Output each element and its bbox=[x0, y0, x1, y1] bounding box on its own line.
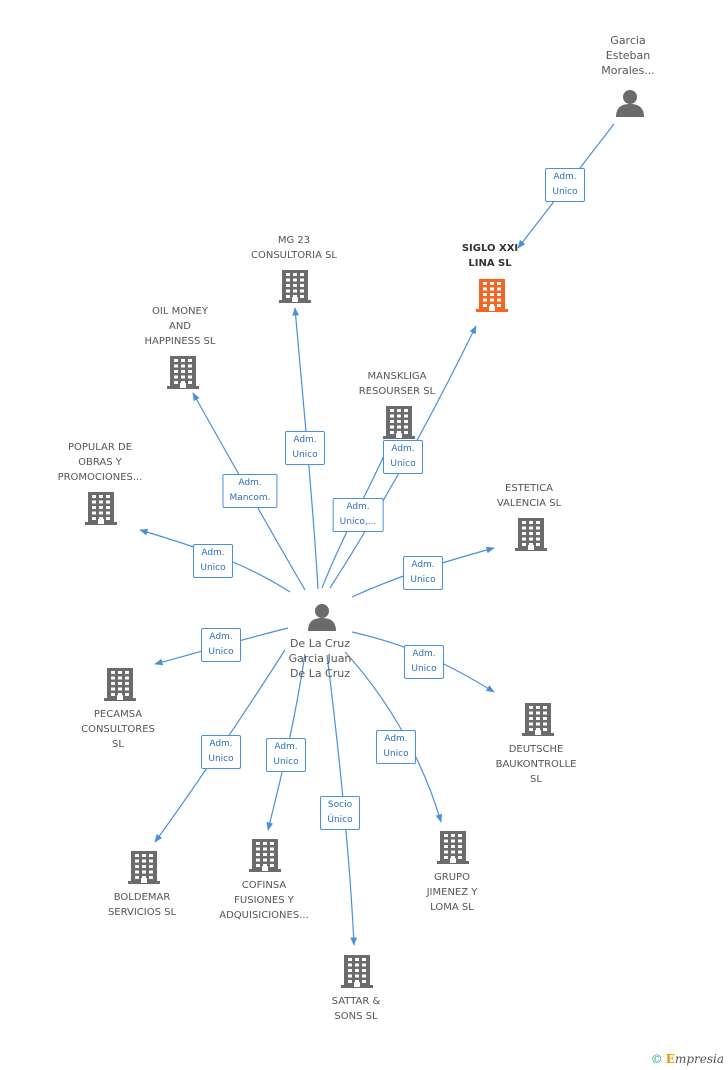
node-label-top-person[interactable]: Garcia Esteban Morales... bbox=[601, 34, 655, 77]
node-label-pecamsa[interactable]: PECAMSA CONSULTORES SL bbox=[81, 709, 155, 750]
edge-label-siglo[interactable]: Adm. Unico bbox=[545, 168, 585, 202]
edge-label-mg23[interactable]: Adm. Unico bbox=[285, 431, 325, 465]
edge-label-mansk[interactable]: Adm. Unico bbox=[383, 440, 423, 474]
edge-label-boldemar[interactable]: Adm. Unico bbox=[201, 735, 241, 769]
edge-label-oil[interactable]: Adm. Mancom. bbox=[222, 474, 278, 508]
node-label-deutsche[interactable]: DEUTSCHE BAUKONTROLLE SL bbox=[495, 744, 577, 785]
person-icon[interactable] bbox=[308, 604, 336, 631]
edge-label-pecamsa[interactable]: Adm. Unico bbox=[201, 628, 241, 662]
building-icon[interactable] bbox=[476, 279, 508, 312]
person-icon[interactable] bbox=[616, 90, 644, 117]
building-icon[interactable] bbox=[279, 270, 311, 303]
edge-label-siglo[interactable]: Adm. Unico,... bbox=[332, 498, 384, 532]
building-icon[interactable] bbox=[437, 831, 469, 864]
empresia-logo[interactable]: ©Empresia bbox=[650, 1052, 724, 1066]
building-icon[interactable] bbox=[249, 839, 281, 872]
edge-center-grupo bbox=[344, 651, 443, 823]
building-icon[interactable] bbox=[128, 851, 160, 884]
node-label-oil[interactable]: OIL MONEY AND HAPPINESS SL bbox=[144, 306, 216, 347]
edge-label-deutsche[interactable]: Adm. Unico bbox=[404, 645, 444, 679]
building-icon[interactable] bbox=[383, 406, 415, 439]
node-label-cofinsa[interactable]: COFINSA FUSIONES Y ADQUISICIONES... bbox=[219, 880, 309, 921]
edge-label-grupo[interactable]: Adm. Unico bbox=[376, 730, 416, 764]
node-label-siglo[interactable]: SIGLO XXI LINA SL bbox=[461, 243, 519, 269]
building-icon[interactable] bbox=[515, 518, 547, 551]
node-label-center[interactable]: De La Cruz Garcia Juan De La Cruz bbox=[288, 637, 352, 680]
building-icon[interactable] bbox=[104, 668, 136, 701]
node-label-popular[interactable]: POPULAR DE OBRAS Y PROMOCIONES... bbox=[57, 442, 143, 483]
node-label-mg23[interactable]: MG 23 CONSULTORIA SL bbox=[250, 235, 338, 261]
node-label-sattar[interactable]: SATTAR & SONS SL bbox=[331, 996, 381, 1022]
edge-label-popular[interactable]: Adm. Unico bbox=[193, 544, 233, 578]
node-label-grupo[interactable]: GRUPO JIMENEZ Y LOMA SL bbox=[426, 872, 478, 913]
node-label-estetica[interactable]: ESTETICA VALENCIA SL bbox=[496, 483, 562, 509]
building-icon[interactable] bbox=[341, 955, 373, 988]
edge-label-sattar[interactable]: Socio Único bbox=[320, 796, 360, 830]
edge-label-estetica[interactable]: Adm. Unico bbox=[403, 556, 443, 590]
building-icon[interactable] bbox=[167, 356, 199, 389]
edge-label-cofinsa[interactable]: Adm. Unico bbox=[266, 738, 306, 772]
building-icon[interactable] bbox=[522, 703, 554, 736]
node-label-mansk[interactable]: MANSKLIGA RESOURSER SL bbox=[358, 371, 436, 397]
node-label-boldemar[interactable]: BOLDEMAR SERVICIOS SL bbox=[107, 892, 177, 918]
building-icon[interactable] bbox=[85, 492, 117, 525]
